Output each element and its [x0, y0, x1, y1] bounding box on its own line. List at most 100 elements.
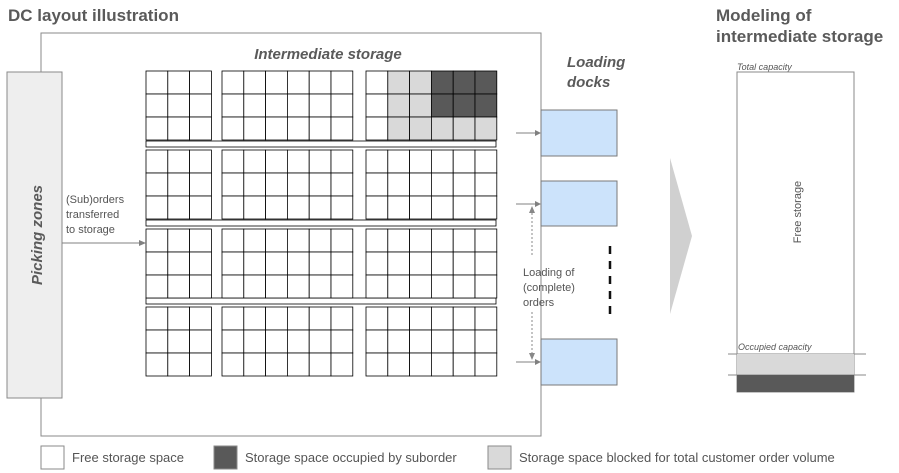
storage-cell — [387, 306, 410, 331]
aisle-separator — [145, 140, 497, 148]
dock-arrowhead-3 — [535, 359, 541, 365]
storage-cell — [145, 352, 169, 377]
storage-cell — [308, 251, 332, 276]
storage-cell — [286, 274, 310, 299]
storage-cell — [189, 70, 212, 95]
storage-cell — [365, 172, 389, 197]
storage-cell — [308, 172, 332, 197]
storage-cell — [221, 306, 245, 331]
storage-cell — [474, 329, 498, 354]
storage-cell — [265, 329, 288, 354]
storage-cell — [409, 149, 432, 174]
storage-cell — [474, 195, 498, 220]
storage-cell — [167, 329, 191, 354]
storage-cell — [365, 149, 389, 174]
loading-of-label-line1: Loading of — [523, 267, 575, 279]
storage-cell — [409, 228, 432, 253]
storage-cell — [409, 329, 432, 354]
storage-cell — [243, 352, 267, 377]
storage-cell — [365, 274, 389, 299]
storage-cell — [189, 352, 212, 377]
storage-cell — [330, 172, 354, 197]
storage-cell — [243, 306, 267, 331]
storage-cell — [430, 93, 454, 118]
storage-cell — [167, 93, 191, 118]
storage-cell — [387, 172, 410, 197]
free-storage-label: Free storage — [792, 181, 804, 243]
storage-cell — [474, 149, 498, 174]
storage-cell — [452, 93, 476, 118]
storage-cell — [167, 149, 191, 174]
storage-cell — [286, 149, 310, 174]
storage-grid — [145, 70, 498, 377]
storage-cell — [265, 352, 288, 377]
storage-cell — [243, 116, 267, 141]
storage-cell — [265, 70, 288, 95]
storage-cell — [474, 251, 498, 276]
storage-cell — [365, 329, 389, 354]
storage-cell — [286, 352, 310, 377]
storage-cell — [145, 306, 169, 331]
storage-cell — [145, 228, 169, 253]
storage-cell — [330, 352, 354, 377]
storage-cell — [330, 149, 354, 174]
storage-cell — [221, 149, 245, 174]
storage-cell — [243, 195, 267, 220]
storage-cell — [474, 172, 498, 197]
picking-zones-box — [6, 71, 63, 399]
storage-cell — [221, 329, 245, 354]
storage-cell — [145, 195, 169, 220]
storage-cell — [452, 306, 476, 331]
occupied-capacity-bar — [737, 375, 854, 392]
storage-cell — [452, 352, 476, 377]
storage-cell — [452, 116, 476, 141]
storage-cell — [167, 195, 191, 220]
storage-cell — [430, 116, 454, 141]
aisle-separator — [145, 297, 497, 305]
storage-cell — [430, 228, 454, 253]
storage-cell — [243, 149, 267, 174]
storage-cell — [221, 251, 245, 276]
storage-cell — [387, 251, 410, 276]
legend-swatch-blocked — [487, 445, 512, 470]
transition-arrow — [670, 158, 692, 314]
storage-cell — [387, 116, 410, 141]
loading-docks-label-line1: Loading — [567, 54, 625, 71]
storage-cell — [452, 70, 476, 95]
storage-cell — [430, 352, 454, 377]
storage-cell — [167, 116, 191, 141]
loading-docks-label-line2: docks — [567, 74, 610, 91]
modeling-title-line2: intermediate storage — [716, 27, 883, 46]
loading-of-label-line2: (complete) — [523, 282, 575, 294]
storage-cell — [409, 274, 432, 299]
storage-cell — [330, 274, 354, 299]
storage-cell — [145, 274, 169, 299]
occupied-capacity-label: Occupied capacity — [738, 342, 812, 352]
storage-cell — [474, 306, 498, 331]
storage-cell — [330, 93, 354, 118]
storage-cell — [409, 116, 432, 141]
storage-cell — [167, 274, 191, 299]
storage-cell — [452, 251, 476, 276]
storage-cell — [189, 251, 212, 276]
storage-cell — [452, 149, 476, 174]
storage-cell — [387, 329, 410, 354]
storage-cell — [452, 228, 476, 253]
storage-cell — [189, 93, 212, 118]
storage-cell — [330, 306, 354, 331]
storage-cell — [286, 172, 310, 197]
storage-cell — [409, 70, 432, 95]
storage-cell — [167, 352, 191, 377]
storage-cell — [221, 274, 245, 299]
storage-cell — [189, 306, 212, 331]
storage-cell — [387, 70, 410, 95]
storage-cell — [474, 228, 498, 253]
storage-cell — [387, 274, 410, 299]
loading-dotted-arrowhead-down — [529, 353, 535, 360]
storage-cell — [243, 228, 267, 253]
storage-cell — [145, 116, 169, 141]
loading-dotted-arrowhead-up — [529, 206, 535, 213]
storage-cell — [286, 306, 310, 331]
storage-cell — [167, 172, 191, 197]
storage-cell — [221, 172, 245, 197]
